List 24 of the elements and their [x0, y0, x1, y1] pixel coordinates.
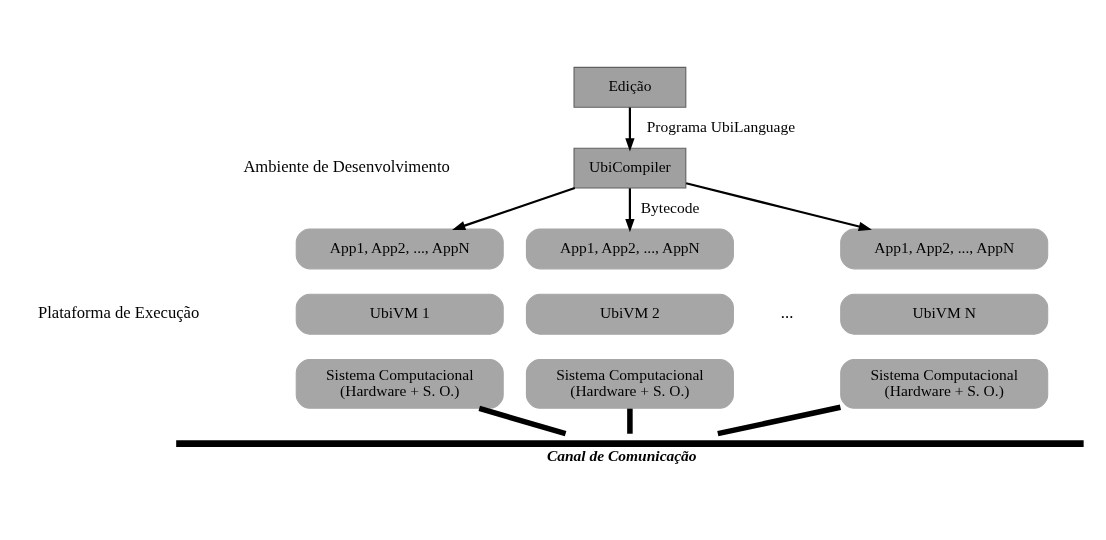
label: Ambiente de Desenvolvimento [243, 156, 450, 176]
connector [627, 408, 633, 434]
node-box: Sistema Computacional (Hardware + S. O.) [295, 358, 504, 409]
node-box: App1, App2, ..., AppN [840, 227, 1049, 269]
label: Plataforma de Execução [38, 302, 200, 322]
label: ... [780, 302, 794, 322]
arrow [685, 181, 872, 231]
edge-label: Bytecode [640, 198, 700, 216]
node-box [176, 439, 1084, 447]
edge-label: Programa UbiLanguage [646, 117, 796, 135]
node-box: UbiVM 1 [295, 293, 504, 335]
node-box: Sistema Computacional (Hardware + S. O.) [525, 358, 734, 409]
node-box: UbiVM 2 [525, 293, 734, 335]
node-box: UbiVM N [840, 293, 1049, 335]
node-box: App1, App2, ..., AppN [525, 227, 734, 269]
node-box: UbiCompiler [573, 147, 687, 189]
arrow [625, 107, 635, 152]
arrow [452, 186, 576, 230]
node-box: Edição [573, 66, 687, 108]
node-box: Sistema Computacional (Hardware + S. O.) [840, 358, 1049, 409]
connector [717, 404, 841, 436]
node-box: App1, App2, ..., AppN [295, 227, 504, 269]
arrow [625, 187, 635, 232]
node-label: Canal de Comunicação [546, 446, 697, 464]
